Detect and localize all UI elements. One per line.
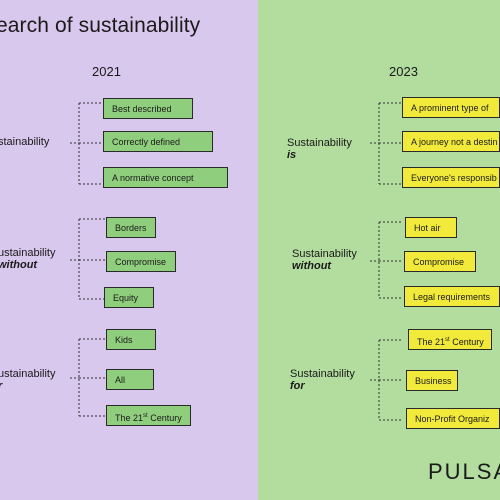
right-group-3-item-2: Business — [406, 370, 458, 391]
left-group-3-qualifier: r — [0, 380, 55, 392]
right-group-2-qualifier: without — [292, 260, 332, 272]
brand-logo-text: PULSA — [428, 459, 500, 484]
right-group-3-title: Sustainability — [290, 368, 355, 380]
left-group-1-item-2: Correctly defined — [103, 131, 213, 152]
year-label-left: 2021 — [92, 64, 121, 79]
right-group-3-item-1: The 21st Century — [408, 329, 492, 350]
left-group-1-title: stainability — [0, 136, 50, 148]
right-group-3-item-3: Non-Profit Organiz — [406, 408, 500, 429]
left-group-3-label: ustainability r — [0, 368, 55, 392]
left-group-1-item-1: Best described — [103, 98, 193, 119]
left-group-2-title: ustainability — [0, 247, 56, 259]
right-group-2-item-3: Legal requirements — [404, 286, 500, 307]
left-group-2-item-3: Equity — [104, 287, 154, 308]
right-group-3-label: Sustainability for — [290, 368, 355, 392]
left-group-2-label: ustainability without — [0, 247, 55, 271]
left-group-2-qualifier: without — [0, 259, 38, 271]
right-group-2-item-1: Hot air — [405, 217, 457, 238]
left-group-3-title: ustainability — [0, 368, 56, 380]
left-group-2-item-1: Borders — [106, 217, 156, 238]
left-group-1-item-3: A normative concept — [103, 167, 228, 188]
left-group-3-item-3: The 21st Century — [106, 405, 191, 426]
left-group-1-label: stainability — [0, 136, 49, 148]
right-group-1-item-2: A journey not a destin — [402, 131, 500, 152]
right-group-1-qualifier: is — [287, 149, 297, 161]
left-group-3-item-1: Kids — [106, 329, 156, 350]
left-group-2-item-2: Compromise — [106, 251, 176, 272]
right-group-1-item-3: Everyone's responsib — [402, 167, 500, 188]
right-group-2-item-2: Compromise — [404, 251, 476, 272]
left-group-3-item-2: All — [106, 369, 154, 390]
right-group-3-qualifier: for — [290, 380, 305, 392]
year-label-right: 2023 — [389, 64, 418, 79]
page-title: earch of sustainability — [0, 14, 201, 37]
right-group-2-label: Sustainability without — [292, 248, 357, 272]
right-group-1-title: Sustainability — [287, 137, 352, 149]
right-group-1-label: Sustainability is — [287, 137, 352, 161]
right-group-1-item-1: A prominent type of — [402, 97, 500, 118]
right-group-2-title: Sustainability — [292, 248, 357, 260]
